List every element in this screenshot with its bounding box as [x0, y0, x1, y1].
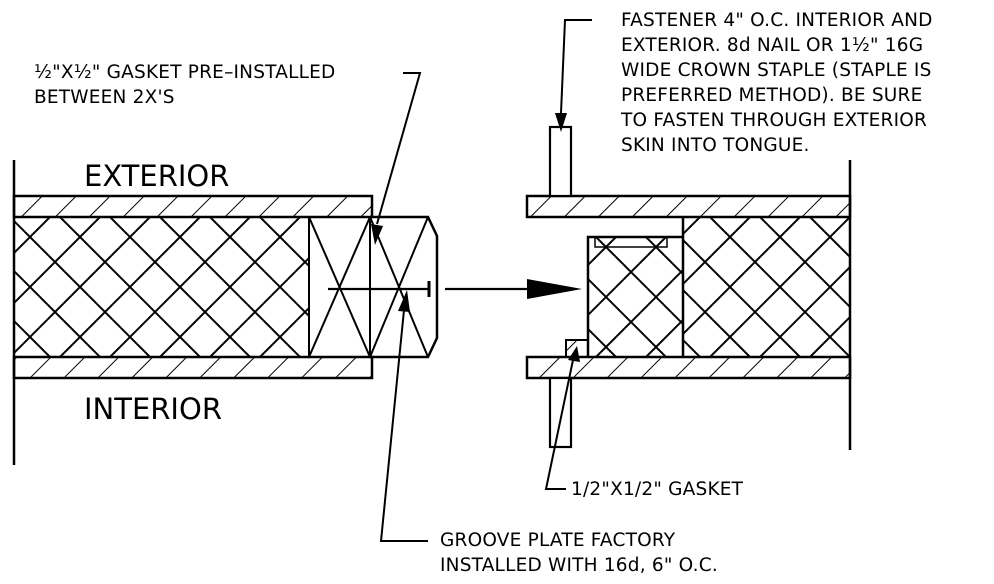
note-line: INSTALLED WITH 16d, 6" O.C. [440, 555, 718, 576]
leader-groove-plate [379, 290, 428, 542]
note-line: FASTENER 4" O.C. INTERIOR AND [621, 10, 933, 31]
leader-fastener [555, 19, 592, 132]
note-line: SKIN INTO TONGUE. [621, 135, 810, 156]
note-line: ½"X½" GASKET PRE–INSTALLED [34, 62, 336, 83]
interior-label: INTERIOR [84, 392, 222, 426]
groove-plate [586, 235, 683, 357]
left-panel [12, 194, 439, 380]
left-foam-core [14, 217, 309, 357]
exterior-label: EXTERIOR [84, 159, 230, 193]
gasket-note: 1/2"X1/2" GASKET [571, 477, 743, 502]
nail [328, 281, 431, 297]
note-line: 1/2"X1/2" GASKET [571, 479, 744, 500]
left-2x-blocks [308, 216, 429, 358]
left-tongue [370, 215, 439, 359]
right-foam-core [683, 217, 850, 357]
gasket-preinstalled-note: ½"X½" GASKET PRE–INSTALLED BETWEEN 2X'S [34, 60, 335, 110]
left-interior-skin [12, 355, 374, 380]
left-exterior-skin [12, 194, 374, 219]
right-panel [525, 125, 852, 449]
note-line: PREFERRED METHOD). BE SURE [621, 85, 923, 106]
fastener-note: FASTENER 4" O.C. INTERIOR AND EXTERIOR. … [621, 8, 933, 158]
groove-plate-note: GROOVE PLATE FACTORY INSTALLED WITH 16d,… [440, 528, 718, 578]
leader-gasket-preinstalled [371, 72, 422, 245]
right-exterior-skin [525, 194, 852, 219]
note-line: BETWEEN 2X'S [34, 87, 175, 108]
note-line: EXTERIOR. 8d NAIL OR 1½" 16G [621, 35, 924, 56]
note-line: WIDE CROWN STAPLE (STAPLE IS [621, 60, 932, 81]
fastener-top [548, 125, 573, 198]
assembly-arrow [445, 279, 582, 299]
note-line: TO FASTEN THROUGH EXTERIOR [621, 110, 928, 131]
note-line: GROOVE PLATE FACTORY [440, 530, 676, 551]
leader-gasket [544, 346, 580, 490]
